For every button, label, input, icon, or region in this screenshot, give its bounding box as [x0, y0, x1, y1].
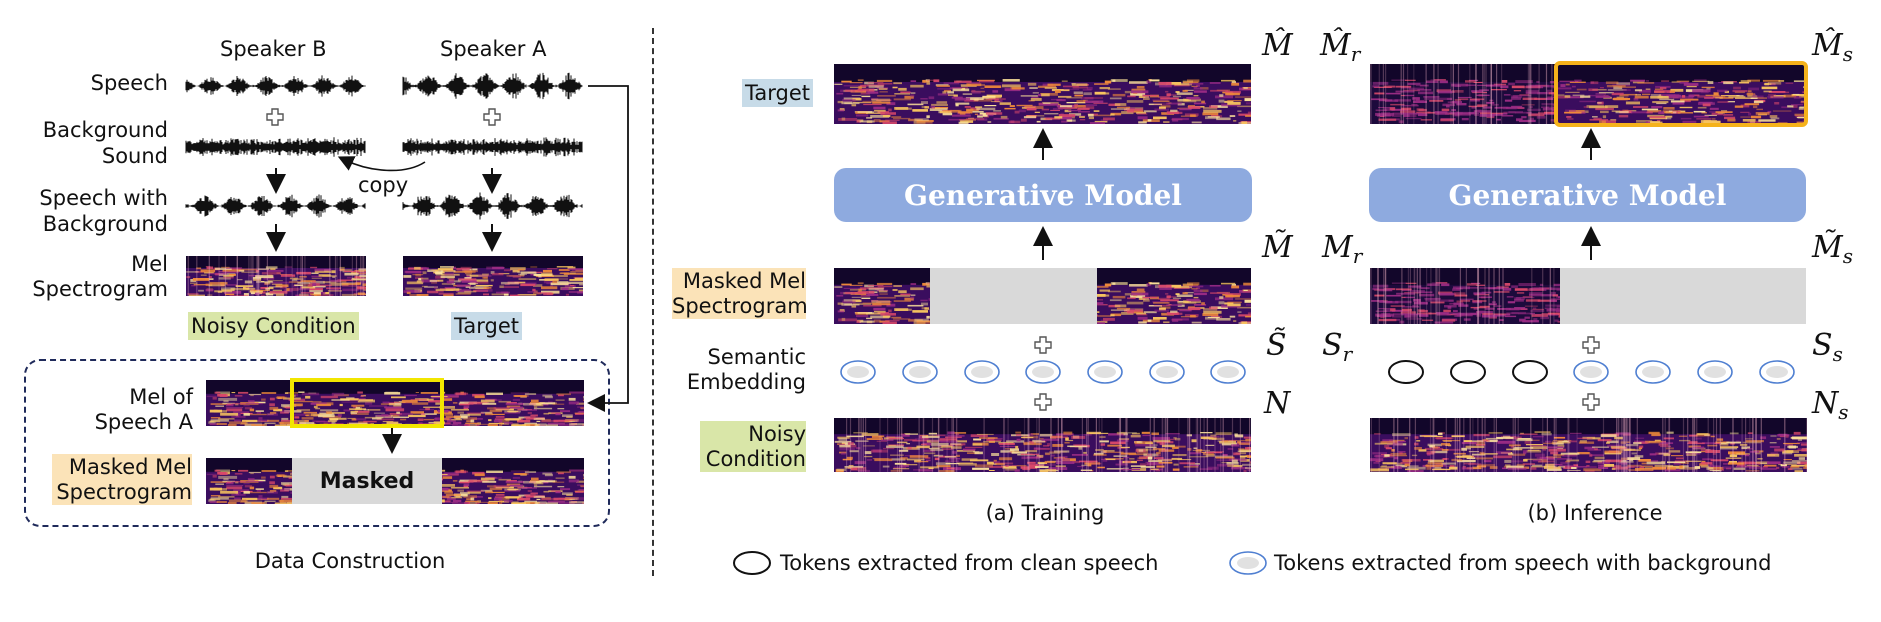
generative-model-box-training: Generative Model — [834, 168, 1252, 222]
semantic-embedding-label-2: Embedding — [686, 370, 806, 394]
mask-region-training — [930, 268, 1097, 324]
connector-arrow — [587, 85, 629, 412]
row-label-background-1: Background — [42, 118, 168, 142]
m-hat-symbol: M̂ — [1262, 28, 1293, 63]
row-label-mel-1: Mel — [131, 252, 168, 276]
m-r-symbol: Mr — [1322, 230, 1363, 269]
waveform-icon — [185, 137, 366, 157]
token-row-training — [840, 360, 1246, 384]
ellipse-token-icon — [1149, 360, 1185, 384]
target-label-left: Target — [451, 312, 522, 340]
noisy-condition-label-training-1: Noisy — [700, 421, 806, 447]
mel-of-speech-a-1: Mel of — [129, 385, 193, 409]
m-s-hat-symbol: M̂s — [1812, 28, 1853, 67]
ellipse-token-icon — [733, 551, 771, 575]
n-symbol: N — [1264, 386, 1291, 421]
mel-of-speech-a-spectrogram — [206, 380, 597, 427]
reference-output-spectrogram — [1370, 64, 1571, 124]
mel-spectrogram-speaker-a — [403, 256, 592, 298]
ellipse-token-icon — [1697, 360, 1733, 384]
ellipse-token-icon — [1573, 360, 1609, 384]
row-label-speech-bg-1: Speech with — [39, 186, 168, 210]
masked-region: Masked — [292, 458, 442, 504]
ellipse-token-icon — [902, 360, 938, 384]
highlight-box-orange — [1554, 61, 1808, 127]
m-r-hat-symbol: M̂r — [1320, 28, 1361, 67]
data-construction-box — [24, 359, 610, 527]
ellipse-token-icon — [1512, 360, 1548, 384]
ellipse-token-icon — [964, 360, 1000, 384]
m-s-tilde-symbol: M̃s — [1812, 230, 1853, 269]
separated-output-spectrogram — [1556, 64, 1822, 125]
plus-icon — [266, 108, 284, 126]
mask-region-inference — [1560, 268, 1806, 324]
s-tilde-symbol: S̃ — [1266, 328, 1287, 363]
generative-model-box-inference: Generative Model — [1369, 168, 1806, 222]
copy-arrow — [337, 156, 426, 172]
highlight-box-yellow — [290, 378, 444, 428]
plus-icon — [1582, 336, 1600, 354]
masked-mel-label-training-2: Spectrogram — [672, 293, 808, 319]
speaker-a-label: Speaker A — [440, 37, 547, 61]
s-s-symbol: Ss — [1812, 328, 1843, 367]
waveform-icon — [402, 72, 583, 100]
noisy-condition-spectrogram-training — [834, 418, 1266, 473]
row-label-background-2: Sound — [101, 144, 168, 168]
waveform-icon — [402, 137, 583, 157]
reference-mel-spectrogram-inference — [1370, 268, 1575, 324]
waveform-icon — [185, 75, 366, 97]
training-caption: (a) Training — [985, 501, 1105, 525]
target-label-training: Target — [742, 79, 813, 107]
row-label-speech-bg-2: Background — [42, 212, 168, 236]
waveform-group — [185, 72, 583, 220]
ellipse-token-icon — [1450, 360, 1486, 384]
plus-icon — [1582, 393, 1600, 411]
semantic-embedding-label-1: Semantic — [707, 345, 807, 369]
plus-icon — [1034, 393, 1052, 411]
speaker-b-label: Speaker B — [220, 37, 327, 61]
waveform-icon — [185, 194, 366, 218]
noisy-condition-label: Noisy Condition — [188, 312, 359, 340]
ellipse-token-icon — [1388, 360, 1424, 384]
plus-icon — [483, 108, 501, 126]
s-r-symbol: Sr — [1322, 328, 1353, 367]
plus-icon — [1034, 336, 1052, 354]
data-construction-caption: Data Construction — [254, 549, 446, 573]
masked-mel-label-training-1: Masked Mel — [672, 268, 806, 294]
ellipse-token-icon — [1229, 551, 1267, 575]
row-label-speech: Speech — [90, 71, 168, 95]
noisy-condition-label-training-2: Condition — [700, 446, 806, 472]
ellipse-token-icon — [1635, 360, 1671, 384]
ellipse-token-icon — [1087, 360, 1123, 384]
ellipse-token-icon — [840, 360, 876, 384]
m-tilde-symbol: M̃ — [1262, 230, 1293, 265]
ellipse-token-icon — [1759, 360, 1795, 384]
mel-spectrogram-speaker-b — [186, 256, 379, 298]
legend-clean-label: Tokens extracted from clean speech — [780, 551, 1159, 575]
masked-mel-label-left-2: Spectrogram — [52, 479, 192, 505]
section-divider — [652, 28, 654, 576]
token-row-inference — [1388, 360, 1795, 384]
inference-caption: (b) Inference — [1527, 501, 1663, 525]
ellipse-token-icon — [1025, 360, 1061, 384]
ellipse-token-icon — [1210, 360, 1246, 384]
n-s-symbol: Ns — [1812, 386, 1849, 425]
mel-of-speech-a-2: Speech A — [94, 410, 193, 434]
waveform-icon — [402, 192, 583, 220]
masked-mel-label-left-1: Masked Mel — [52, 454, 192, 480]
legend-background-label: Tokens extracted from speech with backgr… — [1274, 551, 1772, 575]
row-label-mel-2: Spectrogram — [32, 277, 168, 301]
target-spectrogram-training — [834, 64, 1259, 125]
copy-label: copy — [358, 173, 409, 197]
